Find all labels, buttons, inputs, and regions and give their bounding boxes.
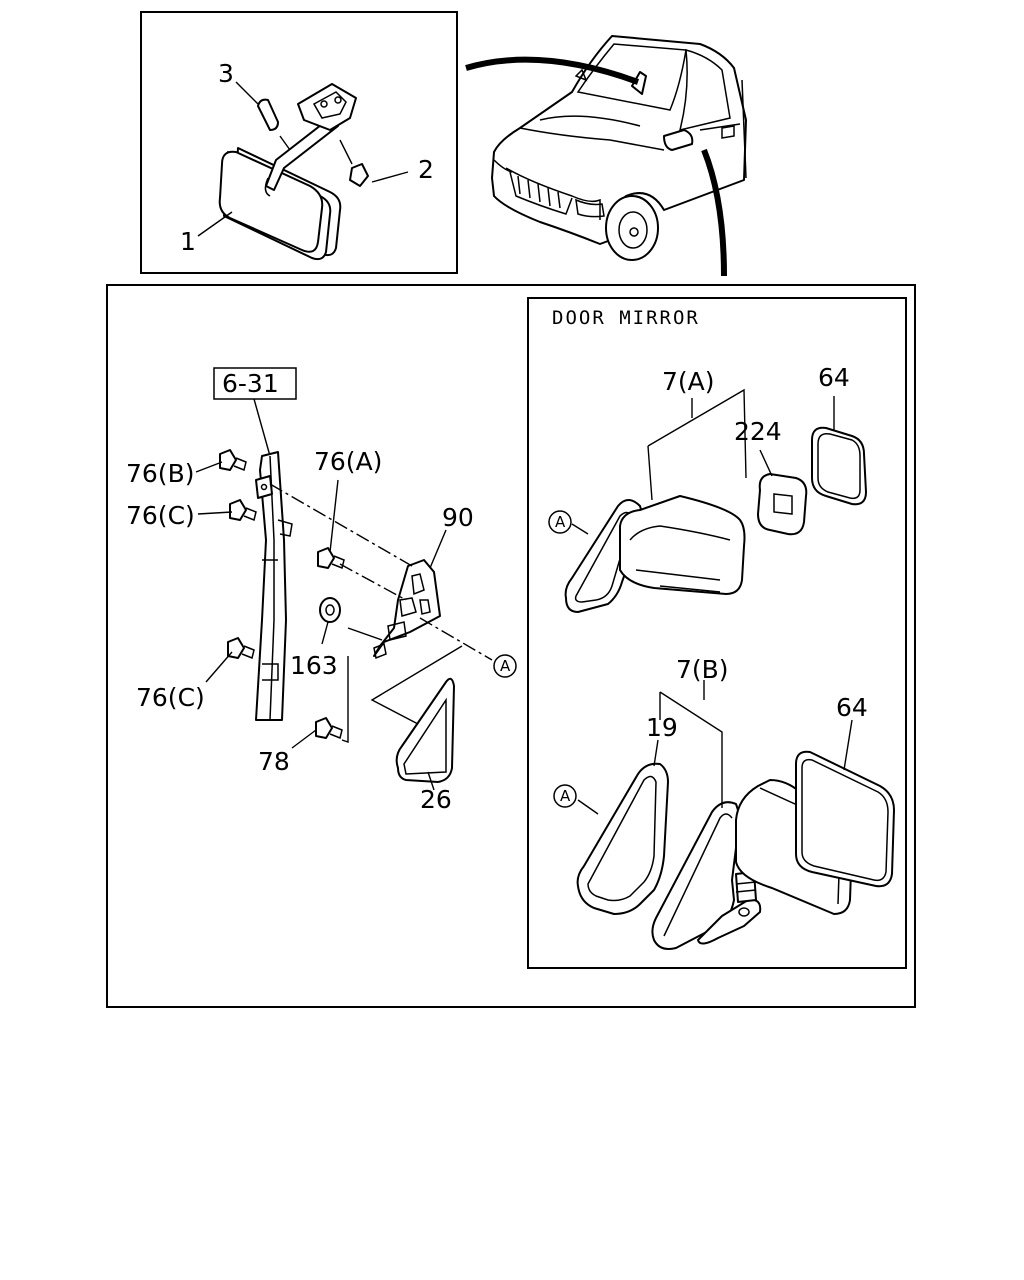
mirror-glass-224 (757, 473, 808, 536)
label-part-76a: 76(A) (314, 447, 382, 476)
door-mirror-a (564, 495, 746, 613)
callout-a-mirror-b: A (553, 784, 577, 808)
division-channel (255, 451, 293, 721)
corner-seal (395, 677, 455, 783)
label-part-224: 224 (734, 417, 782, 446)
svg-text:A: A (560, 787, 571, 805)
label-part-2: 2 (418, 155, 434, 184)
label-part-64-bottom: 64 (836, 693, 868, 722)
callout-a-left: A (493, 654, 517, 678)
svg-text:A: A (555, 513, 566, 531)
interior-mirror-pin (257, 98, 279, 131)
label-part-64-top: 64 (818, 363, 850, 392)
door-mirror-b-base (576, 762, 669, 915)
label-part-1: 1 (180, 227, 196, 256)
label-part-76c-bottom: 76(C) (136, 683, 205, 712)
svg-text:A: A (500, 657, 511, 675)
label-part-90: 90 (442, 503, 474, 532)
label-part-7a: 7(A) (662, 367, 715, 396)
label-part-3: 3 (218, 59, 234, 88)
inner-mirror-frame (140, 11, 458, 274)
label-part-76b: 76(B) (126, 459, 194, 488)
interior-mirror (218, 83, 369, 261)
label-part-26: 26 (420, 785, 452, 814)
mirror-glass-64-top (811, 426, 867, 506)
label-part-163: 163 (290, 651, 338, 680)
main-frame (106, 284, 916, 1008)
connector-curve-right (701, 148, 727, 277)
door-mirror-frame (527, 297, 907, 969)
ref-box-text: 6-31 (222, 369, 279, 398)
truck-illustration (491, 35, 747, 261)
door-mirror-title: DOOR MIRROR (552, 307, 700, 329)
callout-a-mirror-a: A (548, 510, 572, 534)
bolts-left (219, 449, 345, 740)
label-part-19: 19 (646, 713, 678, 742)
mirror-bracket (373, 559, 441, 660)
mirror-glass-64-bottom (795, 750, 895, 888)
label-part-7b: 7(B) (676, 655, 729, 684)
connector-curve-left (465, 56, 640, 85)
ref-box (213, 367, 297, 400)
label-part-76c-top: 76(C) (126, 501, 195, 530)
label-part-78: 78 (258, 747, 290, 776)
